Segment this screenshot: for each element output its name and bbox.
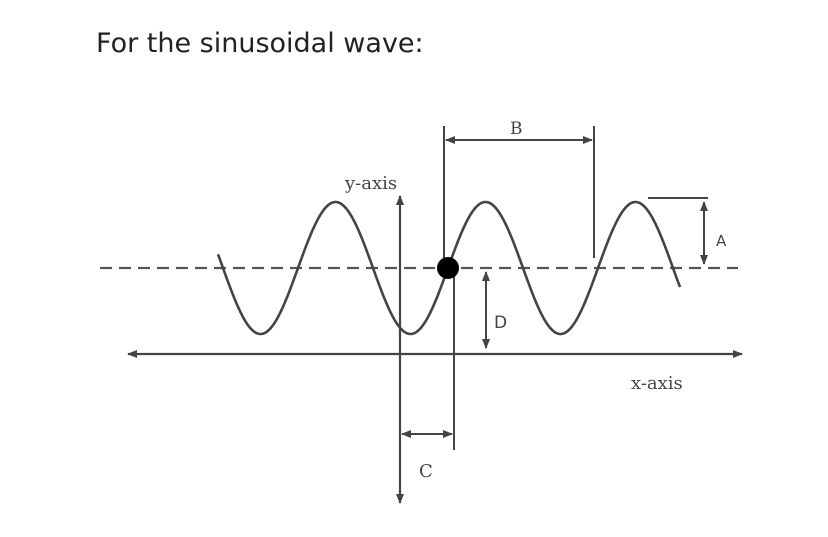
phase-shift-label: C	[419, 461, 433, 482]
phase-point	[437, 257, 459, 279]
vertical-shift-label: D	[494, 313, 507, 333]
question-text: For the sinusoidal wave:	[96, 28, 424, 59]
amplitude-label: A	[716, 232, 727, 250]
x-axis-label: x-axis	[631, 373, 683, 394]
period-label: B	[510, 119, 523, 139]
y-axis-label: y-axis	[344, 173, 397, 194]
